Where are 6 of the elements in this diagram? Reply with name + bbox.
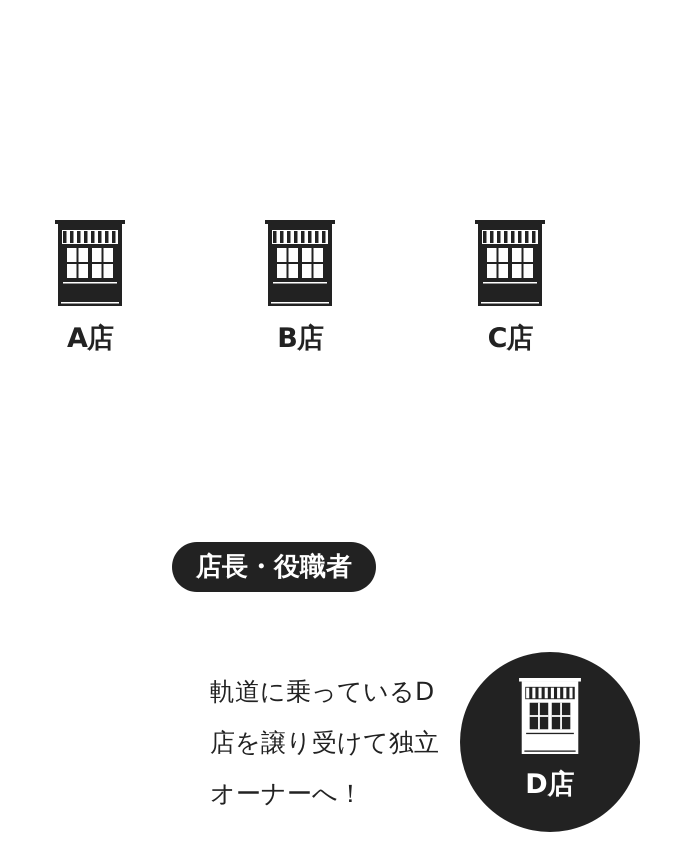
store-name: B店: [277, 322, 323, 356]
description-text: 軌道に乗っているD店を譲り受けて独立オーナーへ！: [210, 676, 440, 810]
role-badge: 店長・役職者: [172, 542, 376, 592]
store-name: D店: [525, 768, 575, 802]
store-name: C店: [488, 322, 532, 356]
store-name: A店: [67, 322, 113, 356]
